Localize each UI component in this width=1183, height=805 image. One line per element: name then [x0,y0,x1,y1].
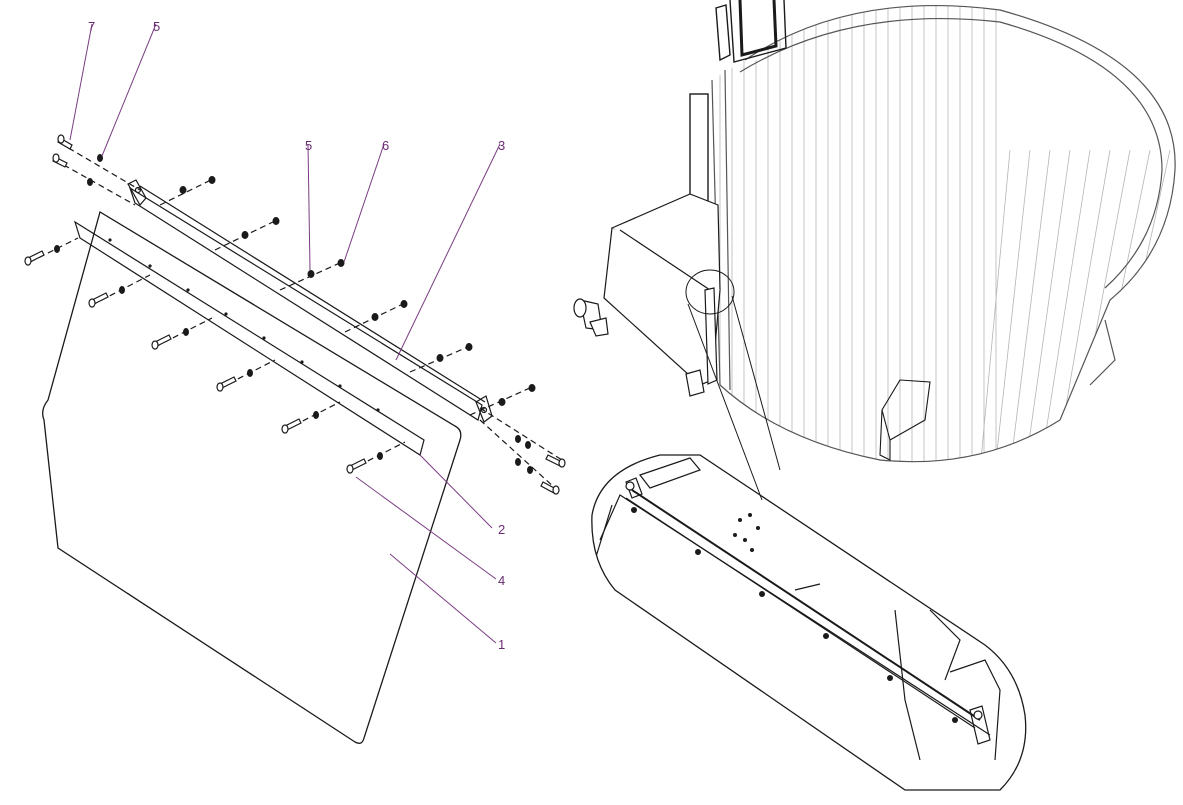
callout-3: 3 [498,138,506,153]
callout-7: 7 [88,19,96,34]
tub-hatching [719,5,1171,462]
motor [573,298,609,337]
detail-zoom-lines [685,269,781,501]
detail-bubble [591,454,1027,791]
callout-4: 4 [498,573,506,588]
upper-clamp-bar [127,179,493,423]
leader-lines [69,23,501,644]
washer-fastener-row [29,142,563,489]
bolts-left [24,134,566,495]
chute [879,379,931,461]
hopper-box [603,193,721,397]
callout-2: 2 [498,522,506,537]
flap-panel [42,211,462,744]
tub-outline [711,4,1176,463]
callout-5-mid: 5 [305,138,313,153]
callout-6: 6 [382,138,390,153]
callout-5-left: 5 [153,19,161,34]
washers-and-nuts [54,154,536,474]
callout-1: 1 [498,637,506,652]
door-frame [689,0,787,205]
lower-clamp-strip [73,220,425,456]
